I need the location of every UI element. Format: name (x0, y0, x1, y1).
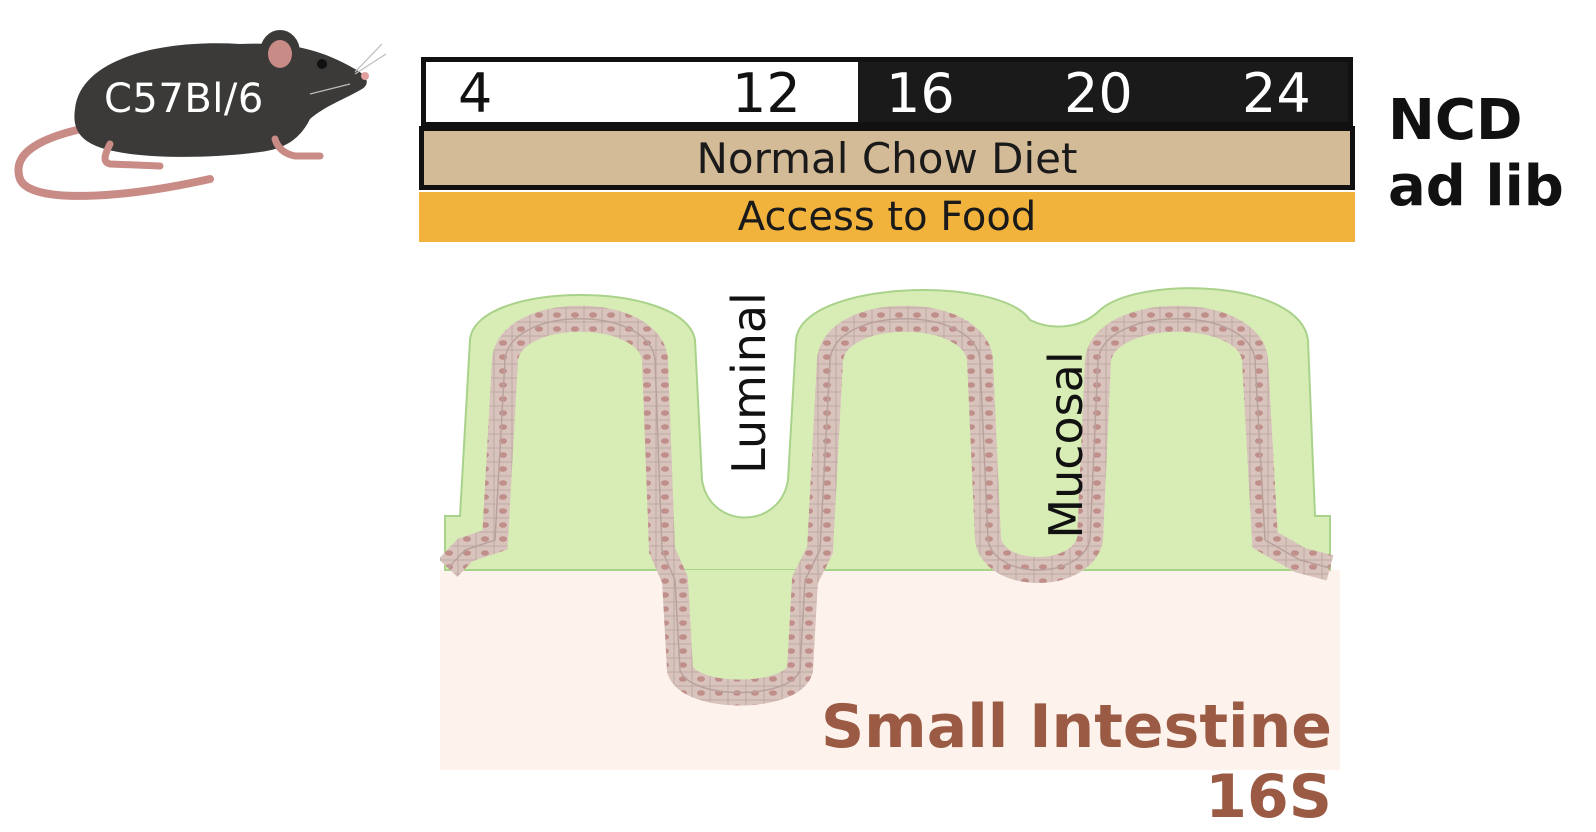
light-phase: 4 12 (426, 62, 858, 125)
food-access-bar: Access to Food (419, 192, 1355, 242)
condition-label: NCD ad lib (1388, 88, 1564, 220)
hour-label: 4 (458, 62, 493, 125)
light-dark-cycle-bar: 4 12 16 20 24 (421, 57, 1353, 127)
hour-label: 20 (1064, 62, 1133, 125)
luminal-label: Luminal (722, 292, 776, 474)
mouse-icon (14, 30, 387, 200)
hour-label: 12 (732, 62, 801, 125)
dark-phase: 16 20 24 (858, 62, 1348, 125)
mouse-strain-label: C57Bl/6 (104, 76, 264, 122)
condition-line: ad lib (1388, 154, 1564, 219)
lamina-propria (440, 570, 1340, 770)
food-access-label: Access to Food (737, 194, 1037, 240)
condition-line: NCD (1388, 88, 1523, 153)
mucus-crypt (670, 570, 810, 700)
tissue-title: Small Intestine 16S (820, 692, 1332, 832)
hour-label: 24 (1242, 62, 1311, 125)
hour-label: 16 (886, 62, 955, 125)
diet-bar: Normal Chow Diet (419, 126, 1355, 190)
mucosal-label: Mucosal (1039, 351, 1093, 539)
diet-label: Normal Chow Diet (696, 133, 1078, 183)
epithelium-outline (447, 318, 1331, 694)
intestine-villi-illustration (440, 287, 1340, 770)
